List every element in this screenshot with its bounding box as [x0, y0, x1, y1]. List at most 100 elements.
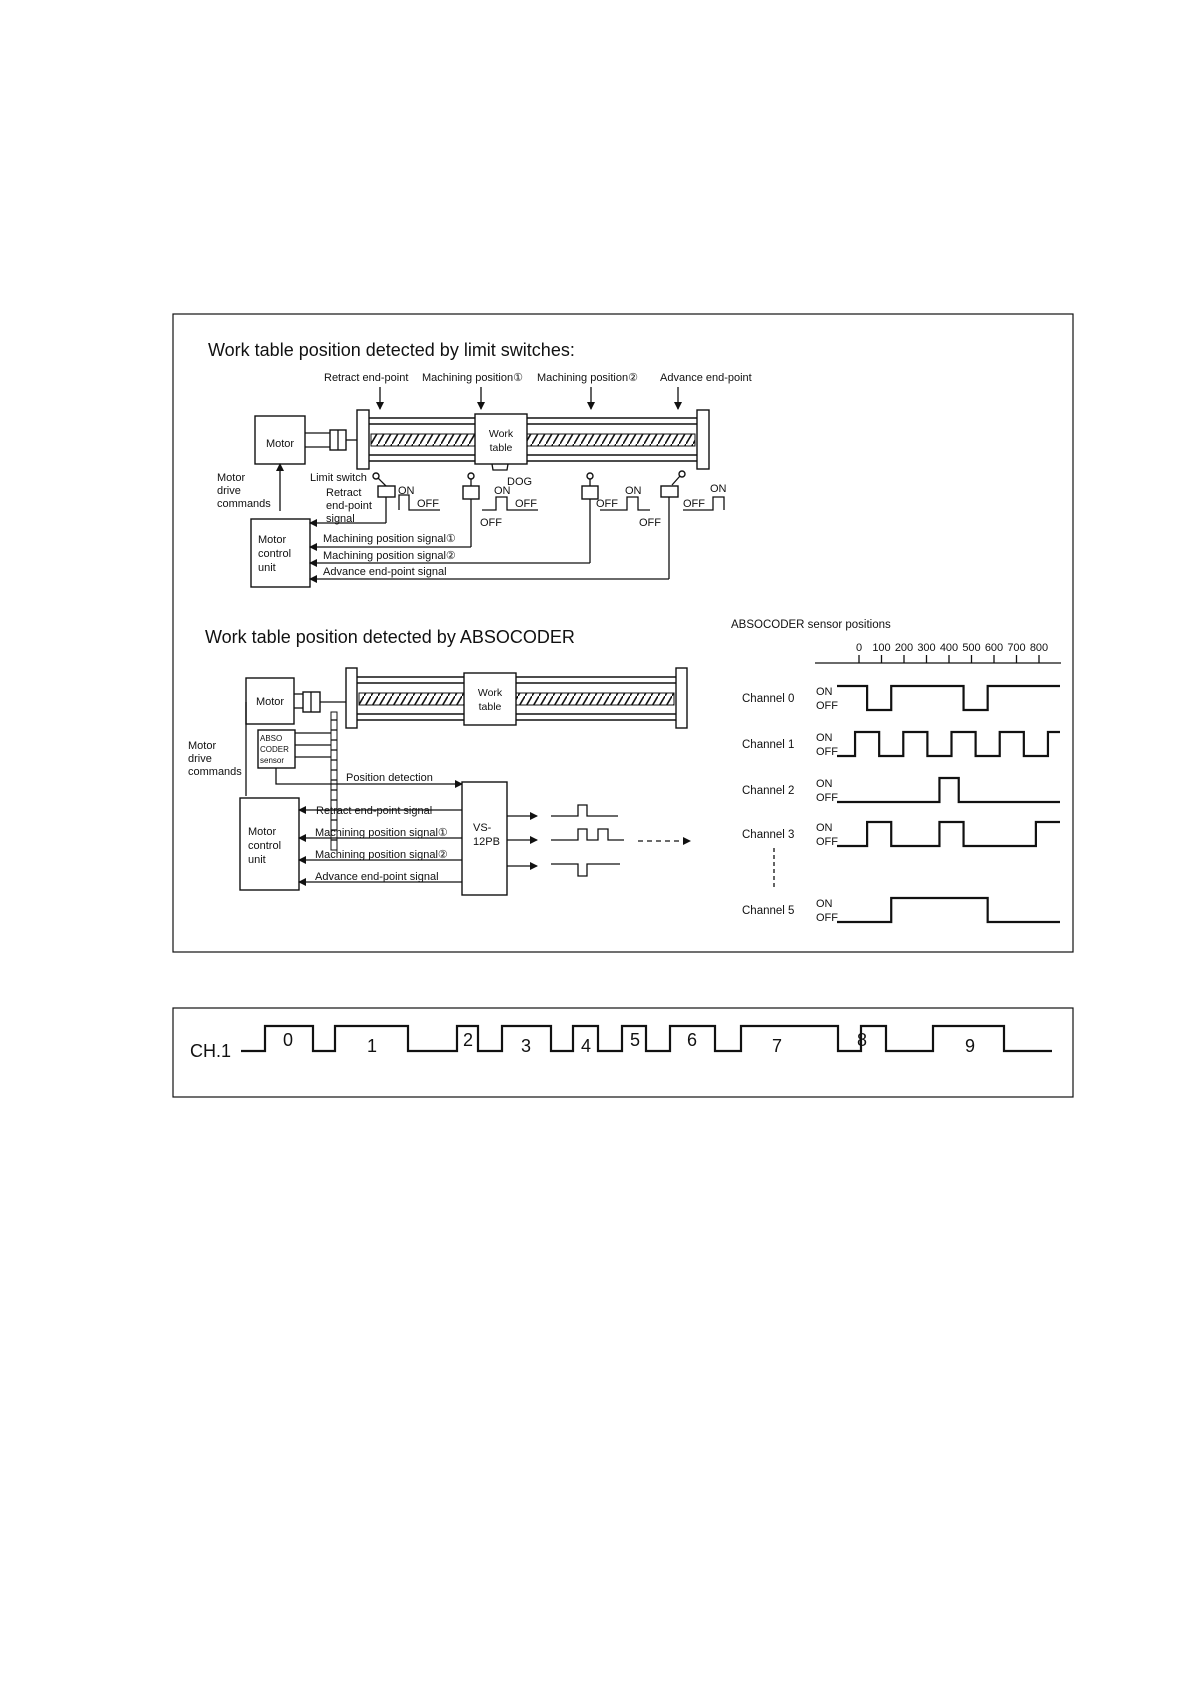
label-retract-end-point: Retract end-point	[324, 372, 408, 384]
ch1-code-value: 9	[965, 1036, 975, 1056]
channel-on-label: ON	[816, 778, 833, 790]
machining-2-off-label-left: OFF	[596, 498, 618, 510]
ch1-code-value: 1	[367, 1036, 377, 1056]
vs-signal-retract: Retract end-point signal	[316, 805, 432, 817]
sensor-label-line3: sensor	[260, 756, 284, 765]
position-tick-label: 300	[917, 642, 935, 654]
control-unit-2-line2: control	[248, 840, 281, 852]
advance-pulse	[683, 496, 725, 511]
motor-label-2: Motor	[256, 696, 284, 708]
machining-1-off-label-left: OFF	[480, 517, 502, 529]
machining-2-on-label: ON	[625, 485, 642, 497]
channel-off-label: OFF	[816, 912, 838, 924]
ch1-code-value: 4	[581, 1036, 591, 1056]
ch1-code-value: 2	[463, 1030, 473, 1050]
machining-1-pulse	[482, 496, 538, 511]
dog-marker	[491, 463, 509, 471]
channel-waveform	[837, 896, 1060, 924]
control-unit-box	[250, 518, 311, 588]
work-table-2-line2: table	[479, 701, 502, 713]
position-tick-label: 700	[1007, 642, 1025, 654]
position-detection-label: Position detection	[346, 772, 433, 784]
signal-machining-2: Machining position signal②	[323, 550, 456, 562]
channel-waveform	[837, 730, 1060, 758]
control-unit-2-line1: Motor	[248, 826, 276, 838]
signal-advance: Advance end-point signal	[323, 566, 447, 578]
vs-signal-machining-1: Machining position signal①	[315, 827, 448, 839]
position-tick-label: 0	[856, 642, 862, 654]
channel-on-label: ON	[816, 822, 833, 834]
work-table-label-line1: Work	[489, 428, 514, 440]
channel-on-label: ON	[816, 686, 833, 698]
ch1-code-value: 7	[772, 1036, 782, 1056]
main-figure-frame	[172, 313, 1074, 953]
ch1-label: CH.1	[190, 1041, 231, 1061]
label-advance-end-point: Advance end-point	[660, 372, 752, 384]
drive-label-line2: drive	[217, 485, 241, 497]
control-unit-2-line3: unit	[248, 854, 266, 866]
work-table-box-2	[463, 672, 517, 726]
retract-on-label: ON	[398, 485, 415, 497]
output-pulse-2	[551, 828, 624, 841]
limit-switch-machining-1	[309, 472, 480, 551]
channel-name: Channel 5	[742, 905, 794, 917]
channel-name: Channel 2	[742, 785, 794, 797]
limit-switch-diagram: Work table position detected by limit sw…	[208, 340, 752, 588]
ch1-code-value: 3	[521, 1036, 531, 1056]
control-unit-line3: unit	[258, 562, 276, 574]
limit-switch-machining-2	[309, 472, 599, 567]
work-table-label-line2: table	[490, 442, 513, 454]
work-table-2-line1: Work	[478, 687, 503, 699]
channel-off-label: OFF	[816, 746, 838, 758]
channel-off-label: OFF	[816, 700, 838, 712]
signal-machining-1: Machining position signal①	[323, 533, 456, 545]
ch1-figure-frame	[172, 1007, 1074, 1098]
retract-signal-line3: signal	[326, 513, 355, 525]
channel-off-label: OFF	[816, 836, 838, 848]
channel-name: Channel 0	[742, 693, 794, 705]
retract-signal-line2: end-point	[326, 500, 372, 512]
channel-waveform	[837, 820, 1060, 848]
limit-switch-advance	[309, 470, 686, 583]
channel-off-label: OFF	[816, 792, 838, 804]
section2-title: Work table position detected by ABSOCODE…	[205, 627, 575, 647]
output-pulse-3	[551, 863, 620, 877]
label-machining-position-1: Machining position①	[422, 372, 523, 384]
position-tick-label: 800	[1030, 642, 1048, 654]
ball-screw-rail-1	[356, 409, 710, 470]
limit-switch-label: Limit switch	[310, 472, 367, 484]
vs-signal-machining-2: Machining position signal②	[315, 849, 448, 861]
sensor-chart-title: ABSOCODER sensor positions	[731, 619, 891, 631]
control-unit-line2: control	[258, 548, 291, 560]
advance-off-label: OFF	[683, 498, 705, 510]
channel-waveform	[837, 776, 1060, 804]
limit-switch-retract	[309, 472, 396, 527]
work-table-box	[474, 413, 528, 465]
channel-waveform	[837, 684, 1060, 712]
channel-name: Channel 3	[742, 829, 794, 841]
sensor-label-line1: ABSO	[260, 734, 282, 743]
drive-label-2-line2: drive	[188, 753, 212, 765]
label-machining-position-2: Machining position②	[537, 372, 638, 384]
ch1-waveform	[241, 1024, 1052, 1053]
coupling-2	[294, 691, 346, 713]
drive-label-line3: commands	[217, 498, 271, 510]
channel-on-label: ON	[816, 732, 833, 744]
advance-on-label: ON	[710, 483, 727, 495]
vs-12pb-box	[461, 781, 508, 896]
machining-1-on-label: ON	[494, 485, 511, 497]
absocoder-sensor-box	[257, 729, 296, 769]
drive-label-2-line3: commands	[188, 766, 242, 778]
vs-label-line1: VS-	[473, 822, 492, 834]
machining-2-pulse	[600, 496, 650, 511]
machining-1-off-label-right: OFF	[515, 498, 537, 510]
ch1-code-value: 0	[283, 1030, 293, 1050]
drive-label-line1: Motor	[217, 472, 245, 484]
position-tick-label: 200	[895, 642, 913, 654]
motor-box	[254, 415, 306, 465]
position-tick-label: 500	[962, 642, 980, 654]
retract-pulse	[398, 494, 440, 511]
ch1-code-value: 6	[687, 1030, 697, 1050]
